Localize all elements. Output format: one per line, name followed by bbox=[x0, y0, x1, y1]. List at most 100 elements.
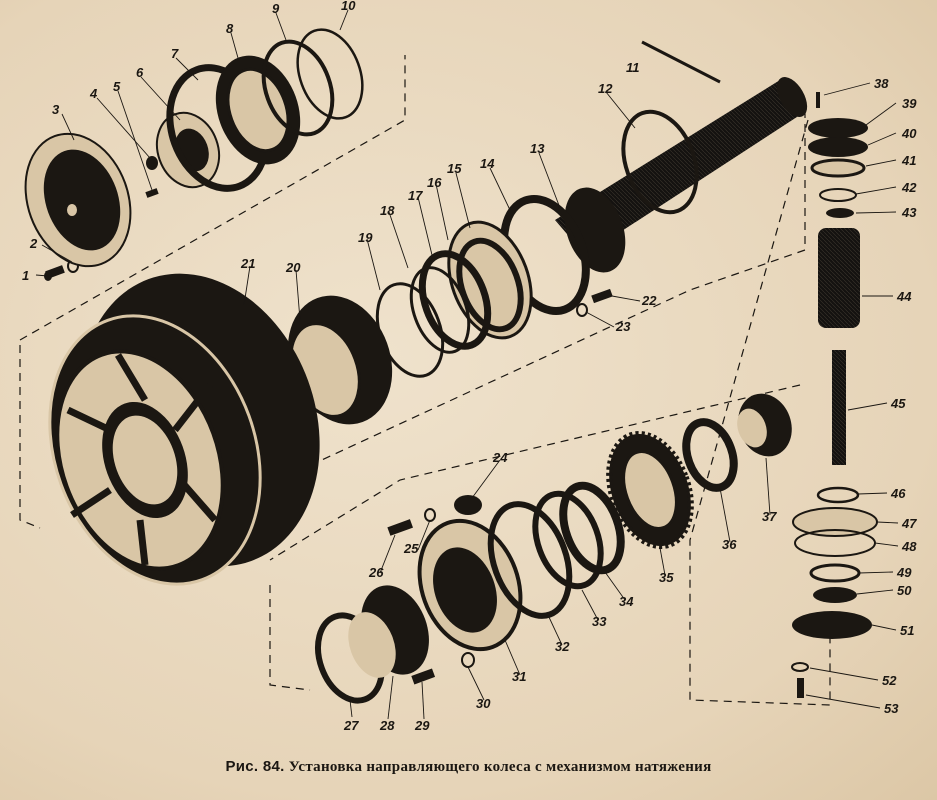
label-15: 15 bbox=[447, 161, 462, 176]
bolt-part-5 bbox=[145, 188, 159, 198]
label-6: 6 bbox=[136, 65, 144, 80]
ring-part-49 bbox=[809, 563, 861, 583]
washer-part-23 bbox=[576, 303, 588, 317]
label-19: 19 bbox=[358, 230, 373, 245]
cap-part-39 bbox=[808, 118, 868, 138]
label-27: 27 bbox=[343, 718, 359, 733]
label-31: 31 bbox=[512, 669, 526, 684]
label-20: 20 bbox=[285, 260, 301, 275]
label-38: 38 bbox=[874, 76, 889, 91]
label-1: 1 bbox=[22, 268, 29, 283]
label-46: 46 bbox=[890, 486, 906, 501]
label-45: 45 bbox=[890, 396, 906, 411]
label-30: 30 bbox=[476, 696, 491, 711]
label-8: 8 bbox=[226, 21, 234, 36]
bushing-part-37 bbox=[737, 393, 792, 457]
guide-wheel-part-21 bbox=[48, 273, 320, 586]
group-outline-middle bbox=[19, 110, 806, 531]
label-39: 39 bbox=[902, 96, 917, 111]
label-35: 35 bbox=[659, 570, 674, 585]
ring-part-16 bbox=[456, 237, 524, 333]
cover-plate-part-3 bbox=[24, 132, 132, 268]
caption-text: Установка направляющего колеса с механиз… bbox=[288, 759, 712, 775]
washer-part-42 bbox=[819, 188, 857, 202]
label-40: 40 bbox=[901, 126, 917, 141]
seal-part-12 bbox=[621, 109, 699, 215]
label-47: 47 bbox=[901, 516, 917, 531]
label-3: 3 bbox=[52, 102, 60, 117]
label-9: 9 bbox=[272, 1, 280, 16]
label-11: 11 bbox=[626, 60, 640, 75]
bolt-part-22 bbox=[591, 288, 613, 304]
ring-part-40 bbox=[808, 137, 868, 157]
washer-part-30 bbox=[461, 652, 475, 668]
ring-part-50 bbox=[813, 587, 857, 603]
label-25: 25 bbox=[403, 541, 419, 556]
group-outline-lower bbox=[269, 384, 801, 691]
ring-part-18 bbox=[409, 266, 471, 354]
label-16: 16 bbox=[427, 175, 442, 190]
bearing-part-8 bbox=[215, 55, 301, 165]
part-number-labels: 1 2 3 4 5 6 7 8 9 10 11 12 13 14 15 16 1… bbox=[22, 0, 917, 733]
ring-part-17 bbox=[418, 250, 492, 350]
figure-caption: Рис. 84. Установка направляющего колеса … bbox=[0, 758, 937, 776]
label-28: 28 bbox=[379, 718, 395, 733]
washer-part-46 bbox=[816, 486, 860, 504]
tension-mechanism-stack bbox=[791, 118, 878, 698]
bolt-part-29 bbox=[411, 668, 436, 685]
label-53: 53 bbox=[884, 701, 899, 716]
bracket-part-24 bbox=[454, 495, 482, 515]
label-48: 48 bbox=[901, 539, 917, 554]
screw-rod-part-45 bbox=[832, 350, 846, 465]
label-33: 33 bbox=[592, 614, 607, 629]
label-29: 29 bbox=[414, 718, 430, 733]
label-17: 17 bbox=[408, 188, 423, 203]
nut-part-36 bbox=[682, 418, 738, 492]
label-37: 37 bbox=[762, 509, 777, 524]
label-13: 13 bbox=[530, 141, 545, 156]
label-5: 5 bbox=[113, 79, 121, 94]
label-41: 41 bbox=[901, 153, 916, 168]
label-14: 14 bbox=[480, 156, 495, 171]
sleeve-part-28 bbox=[348, 585, 429, 678]
label-32: 32 bbox=[555, 639, 570, 654]
ring-part-41 bbox=[810, 158, 866, 178]
label-36: 36 bbox=[722, 537, 737, 552]
washer-part-4 bbox=[146, 156, 158, 170]
label-12: 12 bbox=[598, 81, 613, 96]
washer-part-52 bbox=[791, 662, 809, 672]
label-23: 23 bbox=[615, 319, 631, 334]
group-outline-top bbox=[19, 55, 406, 341]
label-34: 34 bbox=[619, 594, 634, 609]
label-2: 2 bbox=[29, 236, 38, 251]
plate-part-47 bbox=[792, 507, 878, 537]
label-10: 10 bbox=[341, 0, 356, 13]
ring-part-43 bbox=[826, 208, 854, 218]
label-51: 51 bbox=[900, 623, 914, 638]
housing-part-31 bbox=[417, 518, 523, 652]
label-42: 42 bbox=[901, 180, 917, 195]
label-43: 43 bbox=[901, 205, 917, 220]
ring-part-34 bbox=[559, 481, 625, 575]
label-44: 44 bbox=[896, 289, 912, 304]
leader-lines bbox=[35, 9, 899, 720]
nut-part-44 bbox=[818, 228, 860, 328]
flange-part-6 bbox=[155, 111, 221, 189]
label-18: 18 bbox=[380, 203, 395, 218]
bolt-part-26 bbox=[387, 519, 413, 536]
label-26: 26 bbox=[368, 565, 384, 580]
ring-part-9 bbox=[261, 39, 335, 137]
ring-part-10 bbox=[296, 28, 364, 120]
bolt-part-1 bbox=[44, 265, 65, 281]
label-50: 50 bbox=[897, 583, 912, 598]
bolt-part-53 bbox=[797, 678, 804, 698]
ring-part-33 bbox=[532, 490, 604, 590]
caption-prefix: Рис. 84. bbox=[225, 758, 285, 775]
label-7: 7 bbox=[171, 46, 179, 61]
label-4: 4 bbox=[89, 86, 98, 101]
gasket-part-32 bbox=[487, 501, 573, 619]
gear-part-35 bbox=[606, 430, 694, 550]
label-21: 21 bbox=[240, 256, 255, 271]
label-49: 49 bbox=[896, 565, 912, 580]
